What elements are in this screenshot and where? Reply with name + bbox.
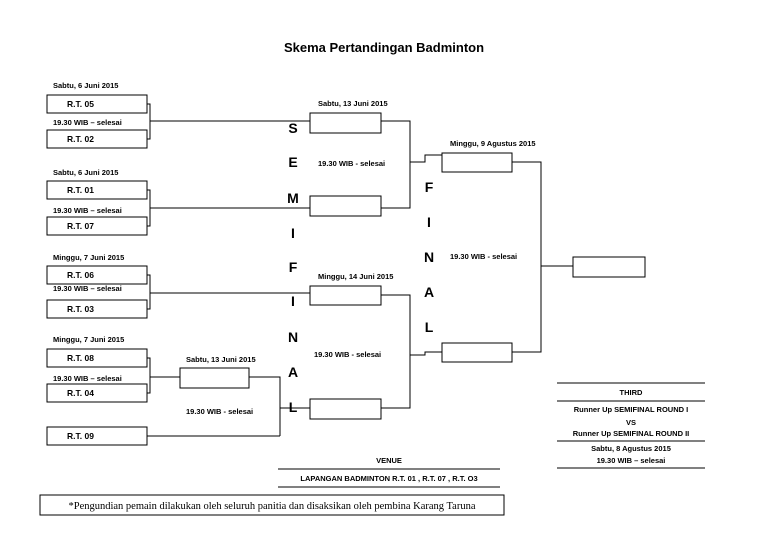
- venue-text: LAPANGAN BADMINTON R.T. 01 , R.T. 07 , R…: [300, 474, 477, 483]
- semifinal-bottom-slot-b: [309, 398, 382, 420]
- final-letter-a: A: [424, 284, 434, 300]
- footnote-box: [39, 494, 505, 516]
- team-slot-rt03: [46, 299, 148, 319]
- team-slot-rt06: [46, 265, 148, 285]
- match4-connector: [147, 357, 151, 394]
- match3-connector: [147, 274, 151, 310]
- semifinal-letter-i1: I: [291, 225, 295, 241]
- semifinal-letter-a: A: [288, 364, 298, 380]
- team-label-rt05: R.T. 05: [67, 99, 94, 109]
- team-label-rt07: R.T. 07: [67, 221, 94, 231]
- footnote-text: *Pengundian pemain dilakukan oleh seluru…: [68, 501, 475, 512]
- team-slot-rt04: [46, 383, 148, 403]
- match3-time: 19.30 WIB – selesai: [53, 284, 122, 293]
- semifinal-bottom-to-final-line: [410, 351, 442, 356]
- third-time: 19.30 WIB – selesai: [597, 456, 666, 465]
- semifinal-bottom-slot-a: [309, 285, 382, 306]
- page-title: Skema Pertandingan Badminton: [284, 40, 484, 55]
- quarter-time: 19.30 WIB - selesai: [186, 407, 253, 416]
- match2-date: Sabtu, 6 Juni 2015: [53, 168, 118, 177]
- final-letter-i: I: [427, 214, 431, 230]
- final-connector: [512, 161, 542, 353]
- match4-time: 19.30 WIB – selesai: [53, 374, 122, 383]
- semifinal-letter-e: E: [288, 154, 297, 170]
- team-slot-rt07: [46, 216, 148, 236]
- semifinal-top-time: 19.30 WIB - selesai: [318, 159, 385, 168]
- final-slot-a: [441, 152, 513, 173]
- semifinal-letter-n: N: [288, 329, 298, 345]
- semifinal-top-slot-a: [309, 112, 382, 134]
- final-slot-b: [441, 342, 513, 363]
- match2-time: 19.30 WIB – selesai: [53, 206, 122, 215]
- team-label-rt02: R.T. 02: [67, 134, 94, 144]
- semifinal-letter-m: M: [287, 190, 299, 206]
- semifinal-top-connector: [381, 120, 411, 209]
- final-letter-n: N: [424, 249, 434, 265]
- team-slot-rt09: [46, 426, 148, 446]
- team-label-rt04: R.T. 04: [67, 388, 94, 398]
- quarter-date: Sabtu, 13 Juni 2015: [186, 355, 256, 364]
- third-date: Sabtu, 8 Agustus 2015: [591, 444, 671, 453]
- semifinal-top-date: Sabtu, 13 Juni 2015: [318, 99, 388, 108]
- team-slot-rt08: [46, 348, 148, 368]
- semifinal-top-to-final-line: [410, 154, 442, 163]
- final-letter-f: F: [425, 179, 434, 195]
- third-heading: THIRD: [620, 388, 643, 397]
- team-label-rt03: R.T. 03: [67, 304, 94, 314]
- team-label-rt01: R.T. 01: [67, 185, 94, 195]
- final-time: 19.30 WIB - selesai: [450, 252, 517, 261]
- third-vs: VS: [626, 418, 636, 427]
- match4-date: Minggu, 7 Juni 2015: [53, 335, 124, 344]
- team-label-rt06: R.T. 06: [67, 270, 94, 280]
- third-line2: Runner Up SEMIFINAL ROUND II: [573, 429, 690, 438]
- match1-date: Sabtu, 6 Juni 2015: [53, 81, 118, 90]
- third-line1: Runner Up SEMIFINAL ROUND I: [574, 405, 688, 414]
- champion-slot: [572, 256, 646, 278]
- semifinal-letter-f: F: [289, 259, 298, 275]
- semifinal-letter-s: S: [288, 120, 297, 136]
- semifinal-bottom-time: 19.30 WIB - selesai: [314, 350, 381, 359]
- team-label-rt09: R.T. 09: [67, 431, 94, 441]
- team-slot-rt05: [46, 94, 148, 114]
- final-letter-l: L: [425, 319, 434, 335]
- semifinal-letter-l: L: [289, 399, 298, 415]
- quarter-connector: [249, 376, 281, 436]
- semifinal-bottom-date: Minggu, 14 Juni 2015: [318, 272, 393, 281]
- semifinal-letter-i2: I: [291, 293, 295, 309]
- team-slot-rt02: [46, 129, 148, 149]
- semifinal-bottom-connector: [381, 294, 411, 409]
- venue-heading: VENUE: [376, 456, 402, 465]
- team-label-rt08: R.T. 08: [67, 353, 94, 363]
- match3-date: Minggu, 7 Juni 2015: [53, 253, 124, 262]
- final-date: Minggu, 9 Agustus 2015: [450, 139, 536, 148]
- quarter-winner-slot: [179, 367, 250, 389]
- semifinal-top-slot-b: [309, 195, 382, 217]
- match1-time: 19.30 WIB – selesai: [53, 118, 122, 127]
- team-slot-rt01: [46, 180, 148, 200]
